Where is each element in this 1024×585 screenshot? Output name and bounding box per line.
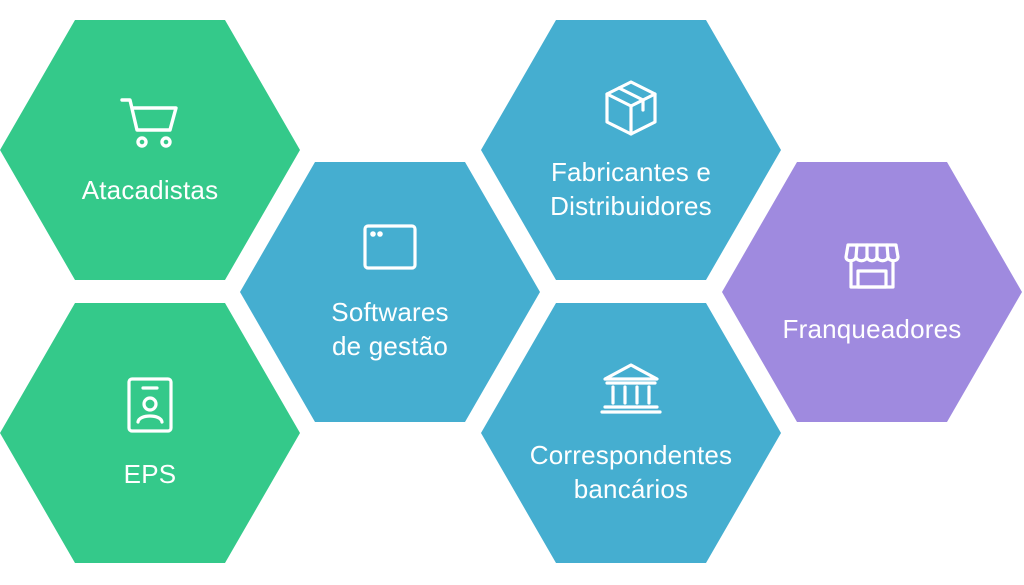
browser-window-icon [361, 222, 419, 277]
bank-icon [599, 361, 663, 420]
hexagon-label: EPS [123, 458, 177, 489]
storefront-icon [842, 239, 902, 298]
hexagon-label: Correspondentes bancários [529, 439, 733, 504]
shopping-cart-icon [118, 94, 182, 157]
hexagon-eps: EPS [0, 303, 300, 563]
hexagon-franqueadores: Franqueadores [722, 162, 1022, 422]
box-icon [601, 78, 661, 143]
hexagon-fabricantes-e-distribuidores: Fabricantes e Distribuidores [481, 20, 781, 280]
id-badge-icon [125, 376, 175, 439]
hexagon-softwares-de-gestao: Softwares de gestão [240, 162, 540, 422]
hexagon-label: Softwares de gestão [331, 296, 449, 361]
hexagon-label: Fabricantes e Distribuidores [550, 156, 712, 221]
hexagon-atacadistas: Atacadistas [0, 20, 300, 280]
hexagon-label: Atacadistas [81, 174, 219, 205]
hexagon-correspondentes-bancarios: Correspondentes bancários [481, 303, 781, 563]
hexagon-label: Franqueadores [782, 313, 962, 344]
